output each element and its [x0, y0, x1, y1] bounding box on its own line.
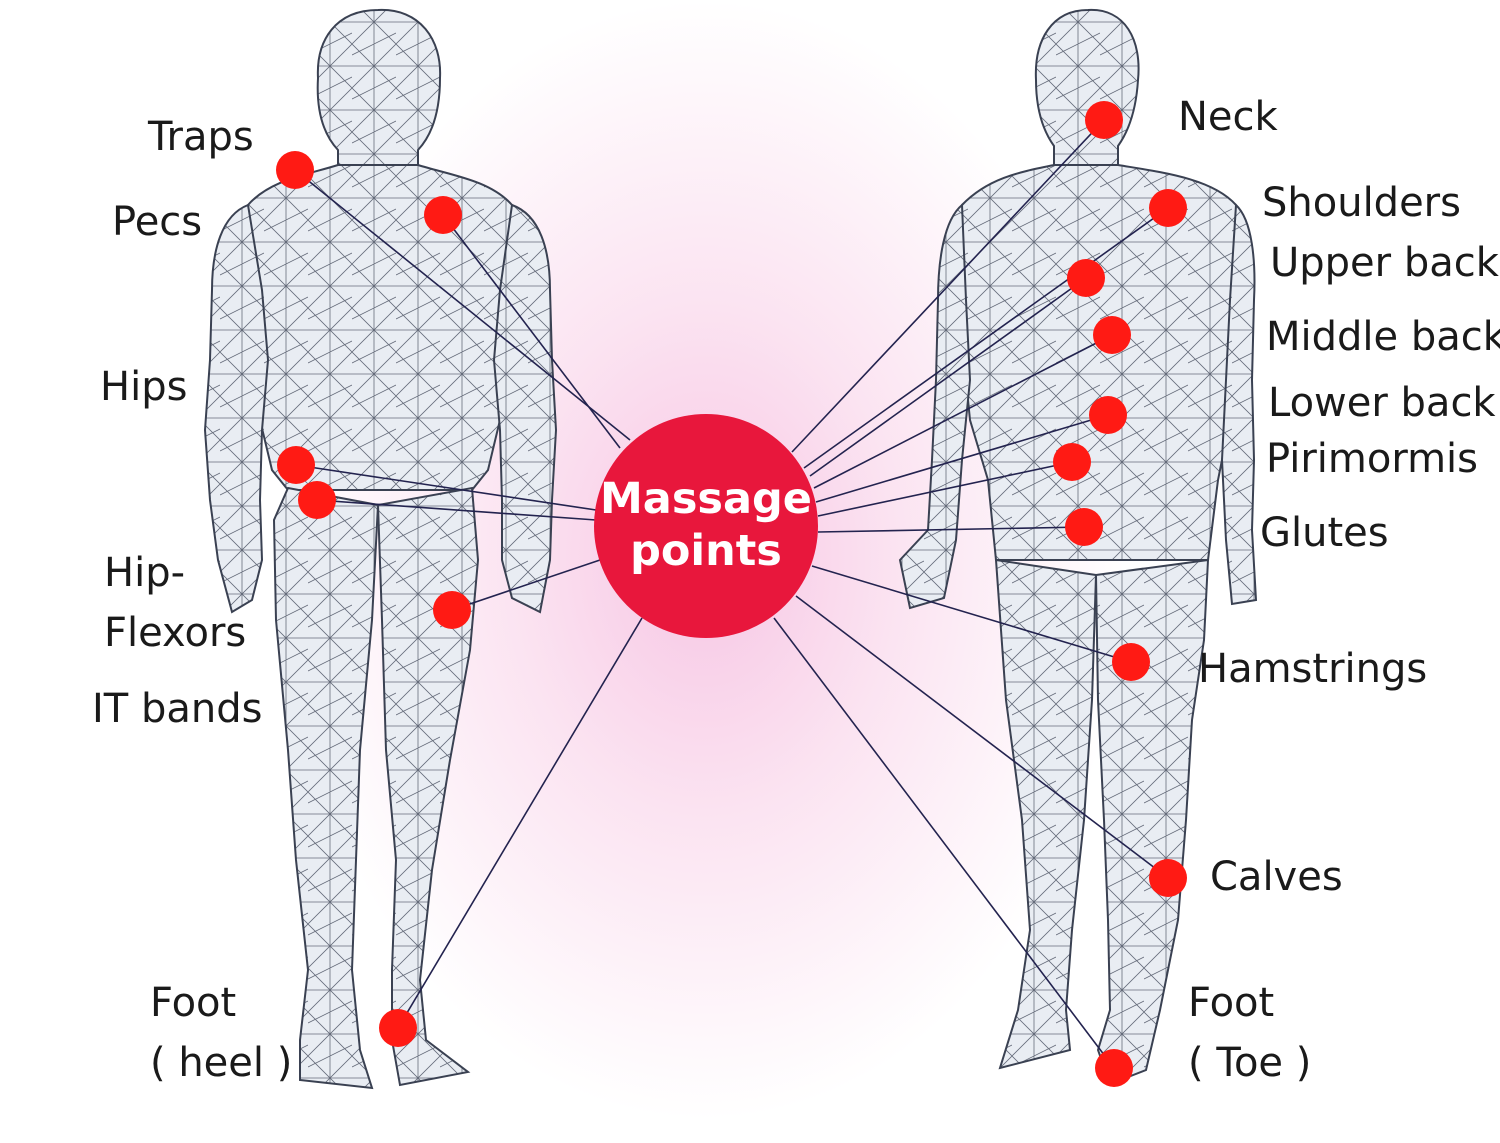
connector-it-bands — [451, 559, 601, 611]
dot-neck — [1085, 101, 1123, 139]
label-lower-back: Lower back — [1268, 380, 1496, 426]
dot-middle-back — [1093, 316, 1131, 354]
connector-hip-flexors — [316, 499, 597, 521]
label-pirimormis: Pirimormis — [1266, 436, 1479, 482]
back-head — [1034, 8, 1140, 171]
front-left-leg — [272, 486, 380, 1090]
dot-hamstrings — [1112, 643, 1150, 681]
connector-pecs — [442, 214, 621, 449]
massage-points-hub: Massage points — [594, 414, 818, 638]
back-right-arm — [1220, 202, 1258, 606]
label-foot-heel-line-1: Foot — [150, 980, 237, 1026]
front-head — [316, 8, 442, 173]
connector-traps — [294, 169, 631, 441]
label-foot-heel-line-2: ( heel ) — [150, 1040, 293, 1086]
label-upper-back: Upper back — [1270, 240, 1499, 286]
back-torso — [952, 164, 1247, 561]
connector-neck — [791, 119, 1105, 453]
connector-calves — [795, 595, 1169, 879]
front-right-arm — [492, 203, 558, 614]
dot-foot-heel — [379, 1009, 417, 1047]
front-left-arm — [203, 203, 270, 614]
dot-hip-flexors — [298, 481, 336, 519]
dot-hips — [277, 446, 315, 484]
connector-shoulders — [803, 207, 1169, 469]
label-foot-toe-line-2: ( Toe ) — [1188, 1040, 1312, 1086]
dot-upper-back — [1067, 259, 1105, 297]
label-glutes: Glutes — [1260, 510, 1389, 556]
hub-line-1: Massage — [600, 474, 812, 525]
connector-hamstrings — [811, 565, 1132, 663]
label-hamstrings: Hamstrings — [1198, 646, 1428, 692]
back-left-arm — [898, 202, 972, 610]
front-body-figure — [203, 8, 558, 1090]
dot-it-bands — [433, 591, 471, 629]
label-neck: Neck — [1178, 94, 1278, 140]
connector-upper-back — [809, 277, 1087, 477]
connector-pirimormis — [817, 461, 1073, 517]
connector-foot-toe — [773, 617, 1115, 1069]
connector-foot-heel — [397, 617, 643, 1029]
back-right-leg — [1094, 558, 1210, 1086]
hub-line-2: points — [630, 526, 782, 576]
dot-traps — [276, 151, 314, 189]
dot-pirimormis — [1053, 443, 1091, 481]
label-middle-back: Middle back — [1266, 314, 1500, 360]
label-traps: Traps — [148, 114, 254, 160]
label-hips: Hips — [100, 364, 188, 410]
connector-hips — [295, 464, 597, 511]
front-right-leg — [376, 486, 480, 1087]
dot-glutes — [1065, 508, 1103, 546]
dot-shoulders — [1149, 189, 1187, 227]
back-left-leg — [994, 558, 1098, 1070]
back-body-figure — [898, 8, 1258, 1086]
dot-lower-back — [1089, 396, 1127, 434]
front-torso — [241, 164, 519, 491]
label-pecs: Pecs — [112, 199, 203, 245]
connector-glutes — [817, 526, 1085, 533]
dot-calves — [1149, 859, 1187, 897]
label-hip-flexors-line-1: Hip- — [104, 550, 186, 596]
label-hip-flexors-line-2: Flexors — [104, 610, 247, 656]
dot-pecs — [424, 196, 462, 234]
connector-middle-back — [813, 334, 1113, 489]
label-shoulders: Shoulders — [1262, 180, 1461, 226]
connector-lower-back — [815, 414, 1109, 503]
label-foot-toe-line-1: Foot — [1188, 980, 1275, 1026]
label-it-bands: IT bands — [92, 686, 263, 732]
dot-foot-toe — [1095, 1049, 1133, 1087]
label-calves: Calves — [1210, 854, 1343, 900]
